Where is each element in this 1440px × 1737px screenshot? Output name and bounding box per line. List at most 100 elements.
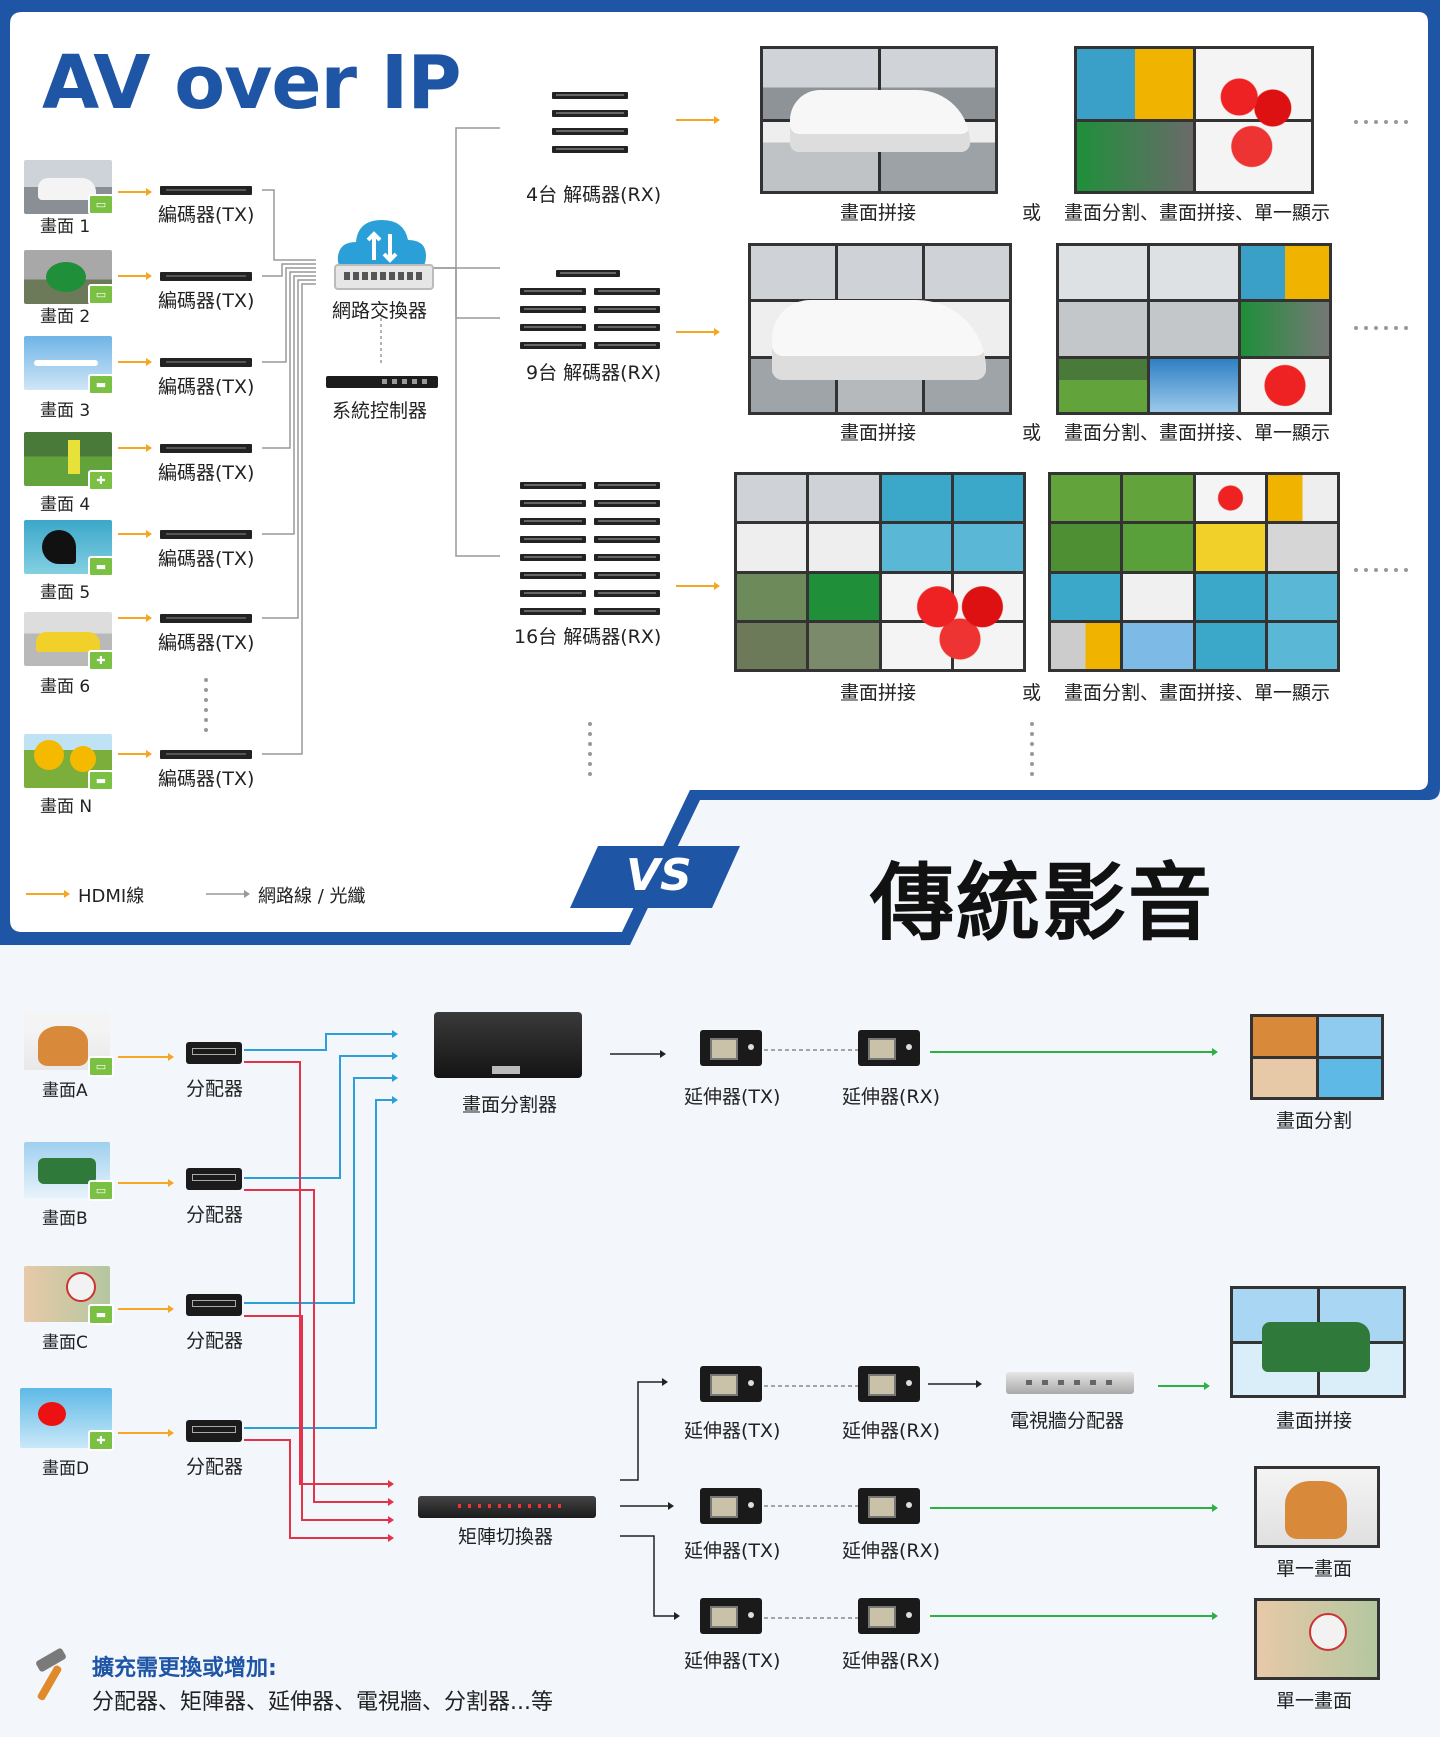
decoder-device [552, 110, 628, 117]
vs-badge-shape [570, 846, 740, 908]
encoder-label: 編碼器(TX) [158, 632, 255, 654]
source-label: 畫面 N [40, 797, 93, 817]
decoder-device [520, 608, 586, 615]
source-thumb-5 [24, 520, 112, 574]
note-title: 擴充需更換或增加: [92, 1656, 277, 1681]
decoder-device [520, 306, 586, 313]
encoder-device [160, 530, 252, 539]
extender-rx-device [858, 1488, 920, 1524]
extender-rx-label: 延伸器(RX) [842, 1540, 941, 1562]
extender-rx-label: 延伸器(RX) [842, 1086, 941, 1108]
video-wall-splitter-label: 電視牆分配器 [1010, 1410, 1125, 1432]
encoder-label: 編碼器(TX) [158, 376, 255, 398]
decoder-device [520, 500, 586, 507]
multiviewer-device [434, 1012, 582, 1078]
wall-modes-caption: 畫面分割、畫面拼接、單一顯示 [1064, 202, 1331, 224]
decoder-device [552, 92, 628, 99]
extender-tx-label: 延伸器(TX) [684, 1086, 781, 1108]
source-label: 畫面 5 [40, 583, 91, 603]
decoder-label: 4台 解碼器(RX) [526, 184, 662, 206]
hdmi-splitter-device [186, 1168, 242, 1190]
decoder-device [594, 342, 660, 349]
laptop-badge-icon: ▭ [88, 194, 114, 215]
extender-tx-device [700, 1030, 762, 1066]
laptop-badge-icon: ▭ [88, 284, 114, 305]
decoder-device [594, 306, 660, 313]
player-badge-icon: ▬ [88, 556, 114, 577]
video-wall-4x4-mixed [1048, 472, 1340, 672]
extender-rx-device [858, 1598, 920, 1634]
source-label: 畫面 4 [40, 495, 91, 515]
wall-caption: 畫面拼接 [840, 682, 917, 704]
cloud-upload-icon [337, 220, 426, 272]
encoder-label: 編碼器(TX) [158, 548, 255, 570]
page-title: AV over IP [42, 40, 462, 126]
matrix-switcher-device [418, 1496, 596, 1518]
network-switch-device [334, 264, 434, 290]
decoder-label: 16台 解碼器(RX) [514, 626, 662, 648]
decoder-device [594, 500, 660, 507]
source-label: 畫面C [42, 1333, 88, 1353]
source-label: 畫面D [42, 1459, 90, 1479]
splitter-label: 分配器 [186, 1330, 244, 1352]
source-label: 畫面B [42, 1209, 88, 1229]
hdmi-splitter-device [186, 1042, 242, 1064]
splitter-label: 分配器 [186, 1456, 244, 1478]
source-label: 畫面 1 [40, 217, 91, 237]
decoder-device [594, 324, 660, 331]
encoder-device [160, 272, 252, 281]
encoder-device [160, 358, 252, 367]
extender-rx-label: 延伸器(RX) [842, 1420, 941, 1442]
decoder-device [520, 324, 586, 331]
output-single-screen [1254, 1598, 1380, 1680]
hdmi-splitter-device [186, 1420, 242, 1442]
encoder-device [160, 750, 252, 759]
strawberries-image [904, 570, 1016, 662]
gamepad-badge-icon: ✚ [88, 1430, 114, 1451]
splitter-label: 分配器 [186, 1078, 244, 1100]
wall-caption: 畫面拼接 [840, 202, 917, 224]
gamepad-badge-icon: ✚ [88, 650, 114, 671]
controller-device [326, 376, 438, 388]
decoder-device [520, 518, 586, 525]
multiviewer-label: 畫面分割器 [462, 1094, 558, 1116]
extender-tx-label: 延伸器(TX) [684, 1650, 781, 1672]
vs-badge: VS [626, 850, 692, 901]
wall-caption: 畫面拼接 [840, 422, 917, 444]
encoder-label: 編碼器(TX) [158, 204, 255, 226]
top-connections [118, 116, 1408, 776]
encoder-label: 編碼器(TX) [158, 290, 255, 312]
hdmi-legend-arrow-icon [26, 890, 70, 898]
decoder-device [520, 554, 586, 561]
decoder-device [552, 146, 628, 153]
decoder-device [594, 288, 660, 295]
bottom-connections [118, 1030, 1218, 1620]
legend-network: 網路線 / 光纖 [258, 886, 366, 907]
decoder-device [594, 572, 660, 579]
encoder-device [160, 444, 252, 453]
output-single-screen [1254, 1466, 1380, 1548]
decoder-device [520, 482, 586, 489]
output-caption: 單一畫面 [1276, 1558, 1353, 1580]
decoder-device [594, 536, 660, 543]
output-caption: 畫面分割 [1276, 1110, 1353, 1132]
traditional-av-title: 傳統影音 [870, 854, 1215, 952]
laptop-badge-icon: ▭ [88, 1180, 114, 1201]
decoder-device [556, 270, 620, 277]
source-thumb-n [24, 734, 112, 788]
decoder-device [520, 342, 586, 349]
extender-rx-label: 延伸器(RX) [842, 1650, 941, 1672]
decoder-device [520, 288, 586, 295]
hdmi-splitter-device [186, 1294, 242, 1316]
encoder-device [160, 186, 252, 195]
extender-tx-label: 延伸器(TX) [684, 1540, 781, 1562]
splitter-label: 分配器 [186, 1204, 244, 1226]
strawberries-image [1214, 64, 1298, 174]
decoder-device [520, 590, 586, 597]
decoder-device [594, 482, 660, 489]
decoder-device [552, 128, 628, 135]
extender-rx-device [858, 1030, 920, 1066]
wall-modes-caption: 畫面分割、畫面拼接、單一顯示 [1064, 682, 1331, 704]
player-badge-icon: ▬ [88, 374, 114, 395]
note-body: 分配器、矩陣器、延伸器、電視牆、分割器...等 [92, 1690, 553, 1715]
